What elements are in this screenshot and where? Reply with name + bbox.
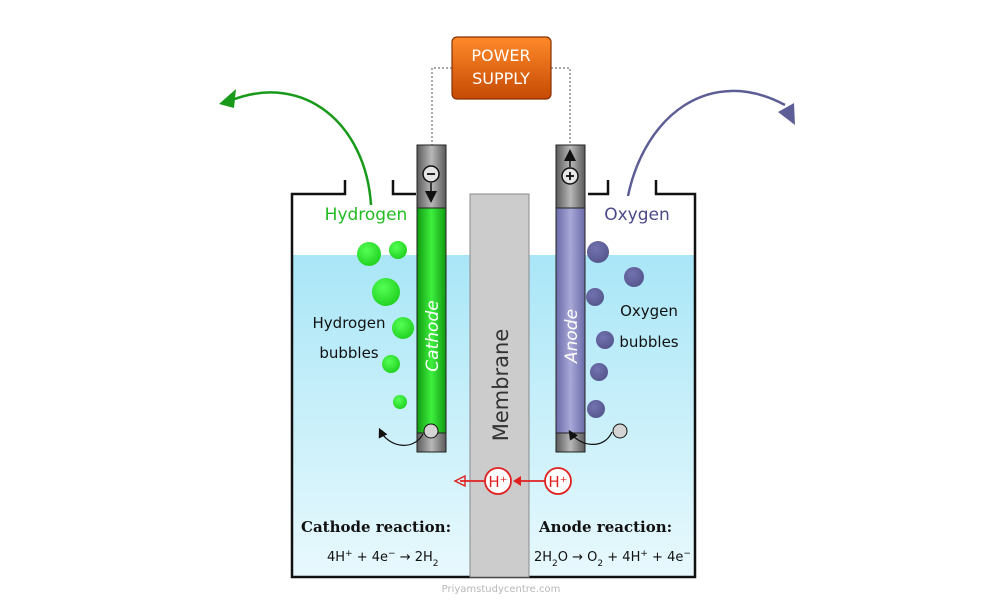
- oxygen-bubble: [587, 241, 609, 263]
- container-lid-right: [588, 180, 610, 196]
- hydrogen-bubbles-label-2: bubbles: [319, 344, 378, 362]
- proton-circle-membrane: [484, 467, 512, 495]
- proton-label-membrane: H⁺: [488, 473, 507, 491]
- proton-circle-anode: [544, 467, 572, 495]
- hydrogen-bubble: [372, 278, 400, 306]
- hydrogen-bubble: [382, 355, 400, 373]
- hydrogen-bubble: [389, 241, 407, 259]
- membrane: [469, 193, 530, 578]
- oxygen-arrowhead-icon: [778, 103, 795, 125]
- oxygen-bubbles: [586, 241, 644, 418]
- hydrogen-bubble: [357, 242, 381, 266]
- oxygen-bubbles-label-1: Oxygen: [620, 302, 678, 320]
- oxygen-bubble: [596, 331, 614, 349]
- oxygen-label: Oxygen: [604, 205, 670, 225]
- hydrogen-bubbles-label-1: Hydrogen: [313, 314, 386, 332]
- oxygen-bubble: [624, 267, 644, 287]
- anode-reaction-equation: 2H2O → O2 + 4H+ + 4e−: [534, 549, 691, 569]
- hydrogen-bubble: [393, 395, 407, 409]
- power-supply-line2: SUPPLY: [472, 69, 530, 88]
- cathode-rod: [416, 207, 447, 434]
- cathode-curve-arrow-icon: [378, 427, 424, 446]
- oxygen-bubbles-label-2: bubbles: [619, 333, 678, 351]
- oxygen-release-arrow-icon: [626, 89, 786, 197]
- anode-reaction-title: Anode reaction:: [538, 518, 672, 536]
- proton-arrowhead-left-icon: [453, 474, 466, 488]
- hydrogen-label: Hydrogen: [325, 205, 408, 225]
- cathode-reaction-equation: 4H+ + 4e− → 2H2: [327, 549, 439, 569]
- anode-curve-arrow-icon: [568, 430, 613, 445]
- electron-icon-anode: [612, 423, 628, 439]
- watermark: Priyamstudycentre.com: [442, 584, 561, 595]
- electron-icon-cathode: [423, 423, 439, 439]
- membrane-label: Membrane: [489, 329, 513, 442]
- proton-label-anode: H⁺: [548, 473, 567, 491]
- hydrogen-release-arrow-icon: [231, 91, 373, 206]
- anode-rod-bottom: [555, 432, 586, 453]
- container-lid-left: [391, 180, 416, 196]
- anode-label: Anode: [562, 309, 582, 364]
- hydrogen-arrowhead-icon: [219, 89, 236, 108]
- oxygen-bubble: [587, 400, 605, 418]
- power-supply-line1: POWER: [471, 46, 530, 65]
- proton-arrowhead-icon: [513, 476, 521, 486]
- hydrogen-bubbles: [357, 241, 414, 409]
- hydrogen-bubble: [392, 317, 414, 339]
- cathode-reaction-title: Cathode reaction:: [301, 518, 451, 536]
- oxygen-bubble: [590, 363, 608, 381]
- oxygen-bubble: [586, 288, 604, 306]
- wire-anode: [551, 67, 571, 146]
- wire-cathode: [431, 67, 452, 146]
- cathode-label: Cathode: [423, 300, 443, 371]
- power-supply: [451, 36, 552, 100]
